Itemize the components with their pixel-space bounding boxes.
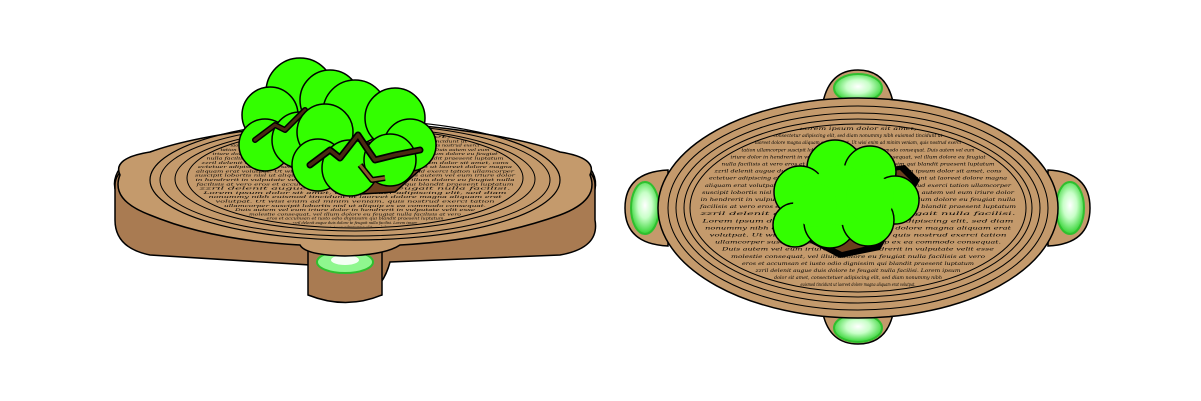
engraved-text-line: zzril delenit augue duis dolore te feuga…	[754, 268, 960, 274]
green-lamp-icon	[822, 69, 894, 103]
engraved-text-line: molestie consequat, vel illum dolore eu …	[731, 254, 985, 260]
wooden-tree-platform-icon: Lorem ipsum dolor sit amet,consectetur a…	[113, 57, 597, 304]
platform-ring	[667, 105, 1049, 311]
engraved-text-line: zzril delenit augue duis dolore te feuga…	[292, 220, 418, 225]
engraved-text-line: laoreet dolore magna aliquam erat volutp…	[755, 140, 961, 146]
engraved-text-line: eros et accumsan et iusto odio dignissim…	[267, 216, 444, 221]
tree-icon	[772, 139, 920, 258]
wooden-tree-platform-topdown-icon: Lorem ipsum dolor sit amet,consectetur a…	[624, 69, 1091, 345]
engraved-text-line: molestie consequat, vel illum dolore eu …	[249, 211, 462, 216]
engraved-text-line: eros et accumsan et iusto odio dignissim…	[742, 261, 974, 267]
engraved-text-line: nonummy nibh euismod tincidunt ut laoree…	[209, 194, 503, 199]
engraved-text-line: ullamcorper suscipit lobortis nisl ut al…	[224, 203, 486, 208]
platform-ring	[675, 112, 1041, 304]
engraved-text-line: consectetur adipiscing elit, sed diam no…	[774, 133, 944, 139]
green-lamp-icon	[1047, 169, 1091, 247]
engraved-text-line: euismod tincidunt ut laoreet dolore magn…	[801, 282, 916, 288]
engraved-text-line: volutpat. Ut wisi enim ad minim veniam, …	[216, 199, 496, 204]
platform-ring	[683, 118, 1033, 298]
engraved-text-line: Duis autem vel eum iriure dolor in hendr…	[233, 207, 476, 212]
engraved-text-line: dolor sit amet, consectetuer adipiscing …	[774, 275, 942, 281]
engraved-text-line: dolor sit amet, consectetuer adipiscing …	[285, 224, 425, 229]
tree-icon	[238, 57, 437, 197]
green-lamp-icon	[822, 313, 894, 345]
engraved-text-line: Lorem ipsum dolor sit amet,	[798, 126, 917, 132]
green-lamp-icon	[624, 169, 669, 247]
